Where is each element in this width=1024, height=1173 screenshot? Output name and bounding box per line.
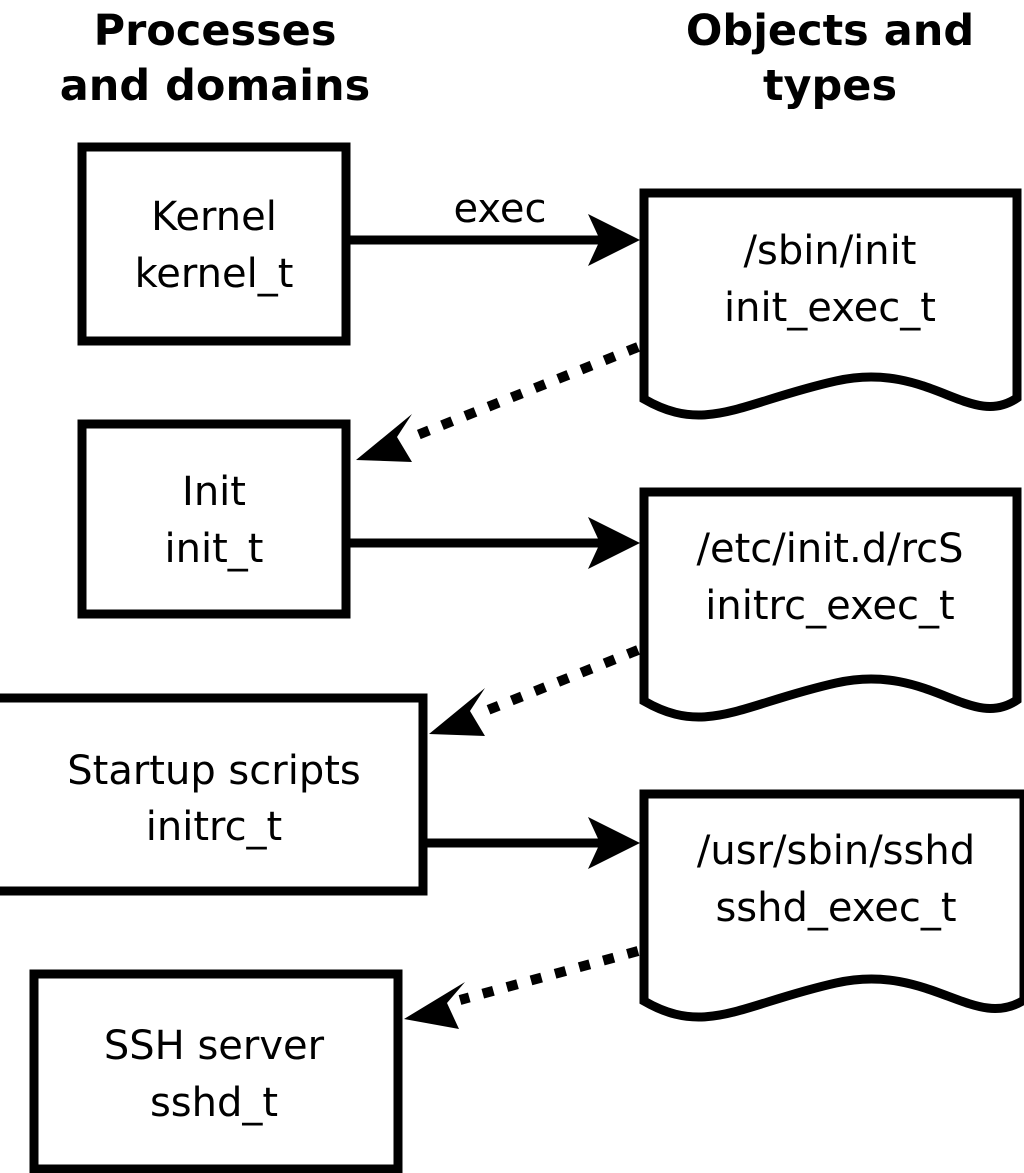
- node-sbin-init-line2: init_exec_t: [724, 285, 936, 331]
- column-title-objects: Objects and types: [686, 6, 974, 111]
- node-etc-initd-rcs-document-shape[interactable]: [639, 487, 1022, 722]
- edge-sshd-to-ssh-server: [404, 946, 640, 1029]
- edge-sbin-init-to-init-line: [408, 342, 640, 443]
- column-title-objects-line1: Objects and: [686, 6, 974, 56]
- node-init-box[interactable]: [77, 419, 351, 619]
- node-etc-initd-rcs-line2: initrc_exec_t: [705, 583, 954, 629]
- node-init-line2: init_t: [165, 526, 264, 572]
- node-kernel[interactable]: Kernel kernel_t: [77, 142, 351, 346]
- node-ssh-server[interactable]: SSH server sshd_t: [29, 969, 403, 1173]
- node-sbin-init[interactable]: /sbin/init init_exec_t: [639, 188, 1022, 420]
- edge-label-exec: exec: [454, 186, 547, 232]
- column-title-processes: Processes and domains: [60, 6, 370, 111]
- node-kernel-line2: kernel_t: [135, 251, 294, 297]
- node-init-line1: Init: [182, 469, 246, 515]
- edge-startup-scripts-to-sshd-arrowhead: [588, 817, 640, 869]
- node-usr-sbin-sshd-line1: /usr/sbin/sshd: [697, 828, 975, 874]
- edge-rcs-to-startup-scripts-arrowhead: [429, 688, 485, 736]
- edge-sbin-init-to-init: [356, 342, 640, 462]
- node-kernel-line1: Kernel: [151, 194, 277, 240]
- edge-rcs-to-startup-scripts: [429, 645, 640, 736]
- edge-startup-scripts-to-sshd: [427, 817, 640, 869]
- edge-kernel-to-sbin-init: exec: [350, 186, 640, 266]
- node-startup-scripts-box[interactable]: [0, 693, 428, 896]
- node-init[interactable]: Init init_t: [77, 419, 351, 619]
- node-kernel-box[interactable]: [77, 142, 351, 346]
- node-startup-scripts-line2: initrc_t: [146, 804, 283, 850]
- column-title-processes-line1: Processes: [94, 6, 337, 56]
- column-title-processes-line2: and domains: [60, 61, 370, 111]
- node-startup-scripts-line1: Startup scripts: [67, 748, 360, 794]
- edge-init-to-rcs: [350, 517, 640, 569]
- node-usr-sbin-sshd[interactable]: /usr/sbin/sshd sshd_exec_t: [639, 789, 1024, 1022]
- node-ssh-server-line2: sshd_t: [150, 1080, 278, 1126]
- node-startup-scripts[interactable]: Startup scripts initrc_t: [0, 693, 428, 896]
- node-ssh-server-line1: SSH server: [104, 1023, 325, 1069]
- node-sbin-init-document-shape[interactable]: [639, 188, 1022, 420]
- node-usr-sbin-sshd-document-shape[interactable]: [639, 789, 1024, 1022]
- node-ssh-server-box[interactable]: [29, 969, 403, 1173]
- edge-sbin-init-to-init-arrowhead: [356, 414, 412, 462]
- edge-sshd-to-ssh-server-arrowhead: [404, 982, 465, 1029]
- edge-init-to-rcs-arrowhead: [588, 517, 640, 569]
- node-sbin-init-line1: /sbin/init: [744, 228, 917, 274]
- edge-kernel-to-sbin-init-arrowhead: [588, 214, 640, 266]
- node-usr-sbin-sshd-line2: sshd_exec_t: [715, 885, 956, 931]
- node-etc-initd-rcs[interactable]: /etc/init.d/rcS initrc_exec_t: [639, 487, 1022, 722]
- edge-rcs-to-startup-scripts-line: [481, 645, 640, 717]
- edge-sshd-to-ssh-server-line: [458, 946, 640, 1005]
- node-etc-initd-rcs-line1: /etc/init.d/rcS: [696, 526, 963, 572]
- column-title-objects-line2: types: [763, 61, 897, 111]
